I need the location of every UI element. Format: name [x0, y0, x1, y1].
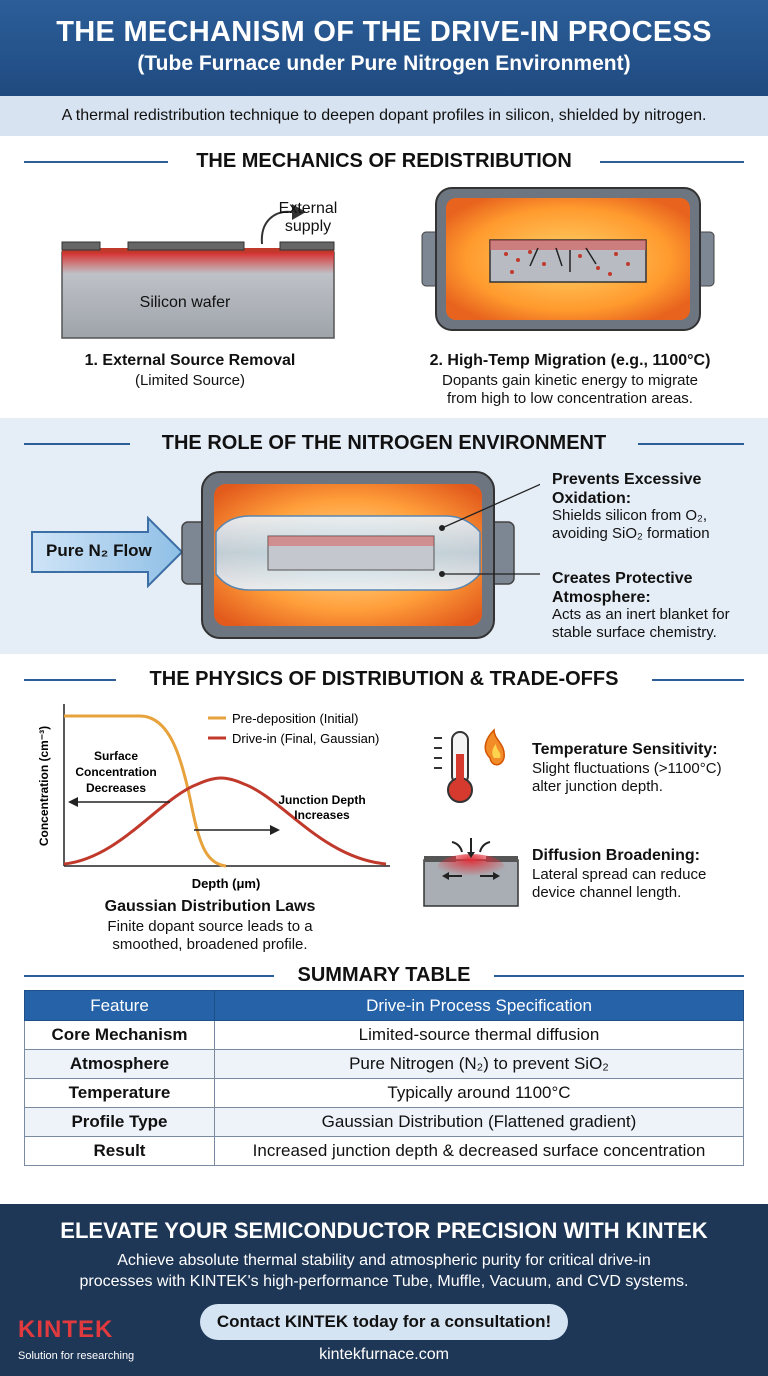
physics-panel — [0, 654, 768, 958]
table-header-spec: Drive-in Process Specification — [214, 990, 744, 1021]
table-cell-feature: Result — [24, 1136, 215, 1166]
table-cell-spec: Typically around 1100°C — [214, 1078, 744, 1108]
table-row: Atmosphere Pure Nitrogen (N₂) to prevent… — [24, 1049, 744, 1079]
table-cell-feature: Atmosphere — [24, 1049, 215, 1079]
page-subtitle: (Tube Furnace under Pure Nitrogen Enviro… — [137, 52, 631, 75]
table-header-row: Feature Drive-in Process Specification — [24, 990, 744, 1021]
temp-sensitivity-title: Temperature Sensitivity: — [532, 741, 718, 758]
mechanics-section-header: THE MECHANICS OF REDISTRIBUTION — [0, 146, 768, 176]
surface-annotation: Surface Concentration Decreases — [75, 749, 156, 795]
table-row: Core Mechanism Limited-source thermal di… — [24, 1020, 744, 1050]
junction-arrow-icon — [270, 825, 280, 835]
footer-title: ELEVATE YOUR SEMICONDUCTOR PRECISION WIT… — [60, 1218, 708, 1243]
oxidation-text: Shields silicon from O₂,avoiding SiO₂ fo… — [552, 507, 710, 542]
table-cell-spec: Limited-source thermal diffusion — [214, 1020, 744, 1050]
table-cell-feature: Core Mechanism — [24, 1020, 215, 1050]
table-cell-spec: Increased junction depth & decreased sur… — [214, 1136, 744, 1166]
n2-flow-label: Pure N₂ Flow — [46, 541, 152, 560]
distribution-chart: Concentration (cm⁻³) Depth (μm) Pre-depo… — [37, 704, 390, 891]
nitrogen-title: THE ROLE OF THE NITROGEN ENVIRONMENT — [161, 432, 607, 454]
table-row: Temperature Typically around 1100°C — [24, 1078, 744, 1108]
step1-title: 1. External Source Removal — [84, 352, 296, 369]
table-header-feature: Feature — [24, 990, 215, 1021]
svg-text:Increases: Increases — [294, 808, 350, 822]
surface-arrow-icon — [68, 797, 78, 807]
wafer-label: Silicon wafer — [139, 294, 231, 311]
diffusion-broadening-icon — [423, 838, 519, 907]
contact-button[interactable]: Contact KINTEK today for a consultation! — [200, 1304, 568, 1340]
graph-caption-title: Gaussian Distribution Laws — [104, 898, 316, 915]
mechanics-title: THE MECHANICS OF REDISTRIBUTION — [196, 150, 572, 172]
summary-title: SUMMARY TABLE — [297, 964, 471, 986]
diffusion-broadening-title: Diffusion Broadening: — [532, 847, 700, 864]
table-cell-spec: Pure Nitrogen (N₂) to prevent SiO₂ — [214, 1049, 744, 1079]
step1-text: (Limited Source) — [134, 372, 246, 389]
physics-title: THE PHYSICS OF DISTRIBUTION & TRADE-OFFS — [149, 668, 619, 690]
summary-table: Feature Drive-in Process Specification C… — [24, 990, 744, 1166]
dopant-dots — [504, 250, 630, 276]
svg-text:Concentration: Concentration — [75, 765, 156, 779]
migration-arrows — [529, 247, 597, 272]
intro-text: A thermal redistribution technique to de… — [0, 96, 768, 136]
y-axis-label: Concentration (cm⁻³) — [37, 726, 51, 846]
nitrogen-furnace-diagram — [31, 471, 540, 639]
svg-text:Junction Depth: Junction Depth — [278, 793, 365, 807]
summary-section-header: SUMMARY TABLE — [0, 960, 768, 990]
svg-text:Decreases: Decreases — [86, 781, 146, 795]
step2-title: 2. High-Temp Migration (e.g., 1100°C) — [429, 352, 711, 369]
temp-sensitivity-text: Slight fluctuations (>1100°C)alter junct… — [532, 760, 722, 795]
legend-label-predeposition: Pre-deposition (Initial) — [232, 711, 358, 726]
svg-text:Surface: Surface — [94, 749, 138, 763]
website-link[interactable]: kintekfurnace.com — [319, 1346, 449, 1363]
thermometer-flame-icon — [434, 728, 505, 803]
table-cell-feature: Profile Type — [24, 1107, 215, 1137]
physics-section-header: THE PHYSICS OF DISTRIBUTION & TRADE-OFFS — [0, 664, 768, 694]
junction-annotation: Junction Depth Increases — [278, 793, 365, 822]
nitrogen-section-header: THE ROLE OF THE NITROGEN ENVIRONMENT — [0, 428, 768, 458]
table-row: Profile Type Gaussian Distribution (Flat… — [24, 1107, 744, 1137]
kintek-tagline: Solution for researching — [18, 1350, 135, 1362]
table-cell-feature: Temperature — [24, 1078, 215, 1108]
kintek-logo: KINTEK — [18, 1316, 114, 1343]
predeposition-curve — [64, 714, 227, 868]
page-header: THE MECHANISM OF THE DRIVE-IN PROCESS (T… — [0, 0, 768, 96]
supply-arrow-icon — [292, 204, 306, 220]
table-cell-spec: Gaussian Distribution (Flattened gradien… — [214, 1107, 744, 1137]
drivein-curve — [63, 776, 387, 866]
n2-flow-arrow-icon — [31, 515, 184, 589]
legend-label-drivein: Drive-in (Final, Gaussian) — [232, 731, 379, 746]
footer-text: Achieve absolute thermal stability and a… — [79, 1252, 689, 1290]
furnace-migration-diagram — [421, 187, 715, 331]
page-title: THE MECHANISM OF THE DRIVE-IN PROCESS — [56, 16, 712, 48]
wafer-diagram — [61, 204, 335, 339]
footer-banner: ELEVATE YOUR SEMICONDUCTOR PRECISION WIT… — [0, 1204, 768, 1376]
table-row: Result Increased junction depth & decrea… — [24, 1136, 744, 1166]
x-axis-label: Depth (μm) — [192, 876, 261, 891]
